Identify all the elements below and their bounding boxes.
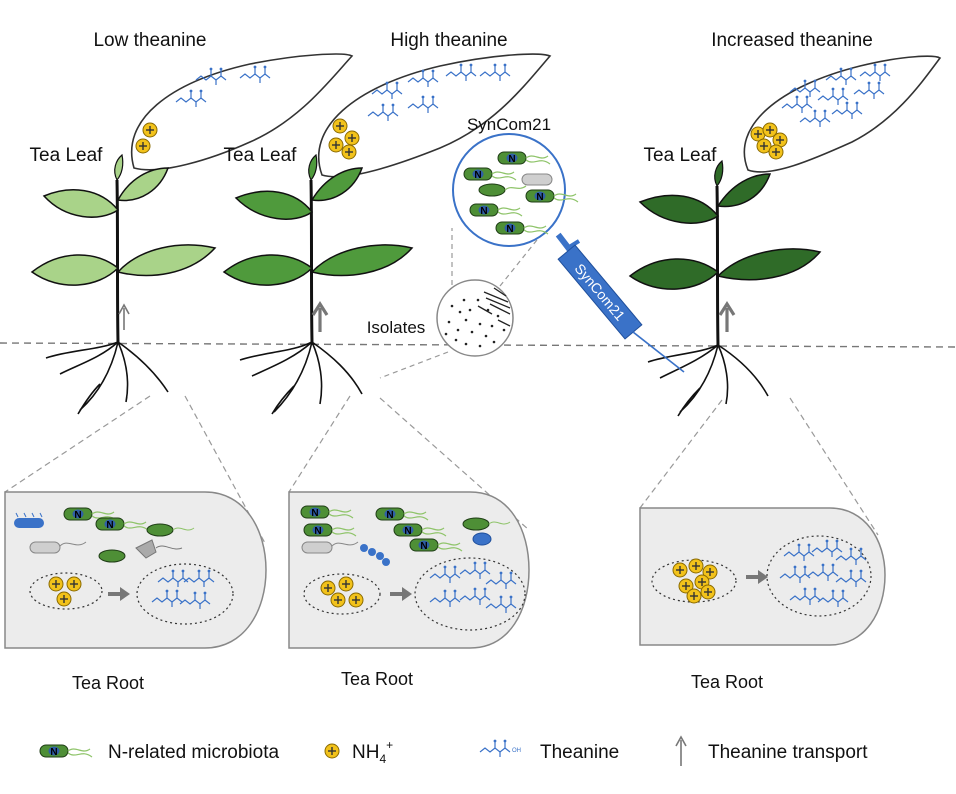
legend-microbe-icon: N [39, 744, 93, 758]
leaf-low-2 [116, 167, 170, 202]
leaf-low-1 [42, 189, 120, 218]
microbe-n-mark: N [506, 224, 513, 235]
isolates-label: Isolates [367, 318, 426, 337]
leaf-high-3 [222, 254, 314, 286]
microbe-n-mark: N [404, 526, 411, 537]
leaf-low-4 [116, 244, 217, 277]
high-theanine-title: High theanine [390, 30, 507, 51]
low-root-label: Tea Root [72, 673, 144, 693]
increased-leaf-label: Tea Leaf [644, 145, 718, 166]
plant-low [30, 153, 217, 415]
microbe-n-mark: N [106, 520, 113, 531]
legend-transport-label: Theanine transport [708, 742, 868, 763]
microbe-n-mark: N [74, 510, 81, 521]
theanine-oh-mark: OH [512, 748, 521, 754]
microbe-n-mark: N [386, 510, 393, 521]
microbe-n-mark: N [420, 541, 427, 552]
microbe-n-mark: N [536, 192, 543, 203]
high-root-label: Tea Root [341, 669, 413, 689]
plant-high [222, 153, 414, 415]
legend-theanine-label: Theanine [540, 742, 619, 763]
leaf-inc-4 [716, 248, 822, 281]
root-section-low: N N [4, 491, 267, 649]
plant-increased [628, 159, 822, 417]
microbe-n-mark: N [50, 747, 57, 758]
microbe-n-mark: N [480, 206, 487, 217]
microbe-n-mark: N [474, 170, 481, 181]
green-microbe [478, 183, 506, 197]
legend: N N-related microbiota NH4+ OH Theanine … [39, 735, 868, 766]
leaf-section-low [131, 53, 354, 171]
high-leaf-label: Tea Leaf [224, 145, 298, 166]
legend-nh4-icon [324, 743, 340, 759]
increased-theanine-title: Increased theanine [711, 30, 873, 51]
soil-line [0, 342, 956, 348]
legend-nh4-label: NH4+ [352, 738, 393, 766]
leaf-section-increased [743, 55, 942, 173]
leaf-inc-1 [638, 194, 720, 224]
grey-microbe [521, 173, 553, 186]
leaf-high-4 [310, 244, 414, 277]
root-section-increased [639, 507, 886, 646]
leaf-high-1 [234, 190, 314, 220]
low-leaf-label: Tea Leaf [30, 145, 104, 166]
syringe-label: SynCom21 [572, 260, 629, 324]
syncom21-syringe: SynCom21 [555, 232, 685, 373]
low-theanine-title: Low theanine [93, 30, 206, 51]
microbe-n-mark: N [314, 526, 321, 537]
leaf-high-2 [310, 167, 364, 202]
leaf-inc-3 [628, 258, 720, 290]
increased-root-label: Tea Root [691, 672, 763, 692]
nh4-base: NH [352, 742, 379, 763]
syncom21-title: SynCom21 [467, 115, 551, 134]
microbe-n-mark: N [311, 508, 318, 519]
legend-microbiota-label: N-related microbiota [108, 742, 279, 763]
leaf-inc-2 [716, 173, 772, 208]
syncom21-community: N N N N N [452, 133, 579, 247]
legend-theanine-icon: OH [479, 738, 521, 758]
root-section-high: N N N N N [288, 491, 530, 649]
microbe-n-mark: N [508, 154, 515, 165]
leaf-low-3 [30, 254, 120, 286]
leaf-section-high [317, 53, 552, 178]
nh4-sup: + [386, 738, 393, 752]
isolates-plate [436, 279, 514, 357]
nh4-sub: 4 [379, 752, 386, 766]
